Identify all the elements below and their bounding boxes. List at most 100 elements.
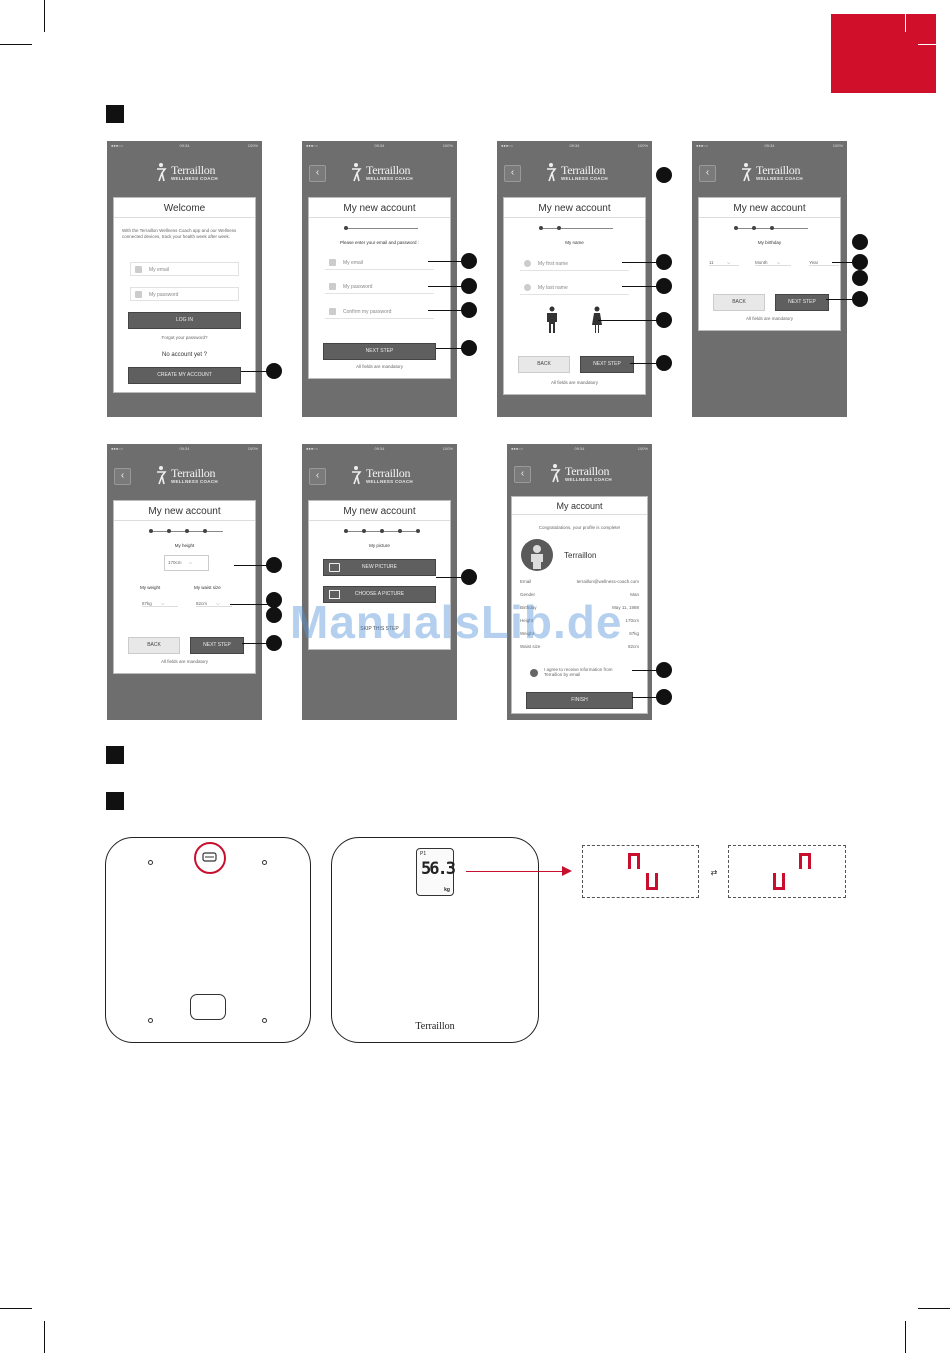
create-account-button[interactable]: CREATE MY ACCOUNT xyxy=(128,367,241,384)
person-icon xyxy=(524,260,531,267)
carrier: ●●●○○ xyxy=(696,143,709,148)
last-name-field[interactable]: My last name xyxy=(520,281,629,295)
month-select[interactable]: Month ⌵ xyxy=(755,260,791,266)
male-figure-icon[interactable] xyxy=(544,306,560,334)
brand-name: Terraillon xyxy=(561,163,606,177)
choose-picture-button[interactable]: CHOOSE A PICTURE xyxy=(323,586,436,603)
brand-name: Terraillon xyxy=(565,464,610,478)
carrier: ●●●○○ xyxy=(111,446,124,451)
callout-dot xyxy=(852,270,868,286)
back-arrow-icon[interactable]: ‹ xyxy=(114,468,131,485)
camera-icon xyxy=(329,563,340,572)
battery: 100% xyxy=(637,143,648,148)
callout-line xyxy=(622,286,660,287)
password-field[interactable]: My password xyxy=(130,287,239,301)
login-button[interactable]: LOG IN xyxy=(128,312,241,329)
agree-checkbox[interactable] xyxy=(530,669,538,677)
back-arrow-icon[interactable]: ‹ xyxy=(699,165,716,182)
weight-select[interactable]: 87kg ⌵ xyxy=(142,601,178,607)
card-title: My new account xyxy=(733,203,806,214)
brand-logo: Terraillon WELLNESS COACH xyxy=(497,161,652,185)
progress-steps xyxy=(344,226,418,230)
crop-mark xyxy=(44,0,45,32)
prompt-text: Please enter your email and password : xyxy=(339,240,420,245)
next-step-button[interactable]: NEXT STEP xyxy=(190,637,244,654)
next-step-button[interactable]: NEXT STEP xyxy=(775,294,829,311)
battery-compartment xyxy=(190,994,226,1020)
callout-line xyxy=(428,261,466,262)
detail-key: Weight xyxy=(520,631,534,636)
display-frame-2 xyxy=(728,845,846,898)
step-dot xyxy=(539,226,543,230)
callout-dot xyxy=(266,607,282,623)
name-card: My new account My name My first name My … xyxy=(503,197,646,395)
waist-select[interactable]: 82cm ⌵ xyxy=(196,601,232,607)
forgot-password-link[interactable]: Forgot your password? xyxy=(161,335,208,340)
height-value: 170cm xyxy=(168,560,182,565)
email-placeholder: My email xyxy=(343,260,364,266)
step-dot xyxy=(203,529,207,533)
unit-switch-highlight xyxy=(194,842,226,874)
first-name-field[interactable]: My first name xyxy=(520,257,629,271)
brand-logo: Terraillon WELLNESS COACH xyxy=(692,161,847,185)
confirm-password-field[interactable]: Confirm my password xyxy=(325,305,434,319)
clock: 09:34 xyxy=(764,143,775,148)
scale-underside xyxy=(105,837,311,1043)
callout-line xyxy=(241,371,269,372)
brand-logo: Terraillon WELLNESS COACH xyxy=(302,464,457,488)
step-dot xyxy=(380,529,384,533)
callout-line xyxy=(428,310,466,311)
finish-button[interactable]: FINISH xyxy=(526,692,633,709)
password-placeholder: My password xyxy=(149,292,179,298)
back-button[interactable]: BACK xyxy=(713,294,765,311)
waist-value: 82cm xyxy=(196,601,208,606)
battery: 100% xyxy=(442,143,453,148)
back-button[interactable]: BACK xyxy=(128,637,180,654)
back-button[interactable]: BACK xyxy=(518,356,570,373)
step-dot xyxy=(557,226,561,230)
brand-sub: WELLNESS COACH xyxy=(171,176,218,181)
email-field[interactable]: My email xyxy=(325,256,434,270)
measurements-card: My new account My height 170cm ⌵ My weig… xyxy=(113,500,256,674)
foot-dot xyxy=(148,1018,153,1023)
day-select[interactable]: 11 ⌵ xyxy=(709,260,739,266)
back-arrow-icon[interactable]: ‹ xyxy=(504,165,521,182)
callout-dot xyxy=(266,635,282,651)
segment xyxy=(628,853,640,856)
battery: 100% xyxy=(247,446,258,451)
scale-brand: Terraillon xyxy=(415,1021,455,1032)
watermark: ManualsLib.de xyxy=(290,596,623,648)
mandatory-note: All fields are mandatory xyxy=(745,316,794,321)
segment xyxy=(655,873,658,889)
brand-logo: Terraillon WELLNESS COACH xyxy=(107,464,262,488)
back-arrow-icon[interactable]: ‹ xyxy=(309,165,326,182)
user-indicator: P1 xyxy=(420,851,427,857)
brand-sub: WELLNESS COACH xyxy=(366,176,413,181)
next-step-button[interactable]: NEXT STEP xyxy=(580,356,634,373)
email-field[interactable]: My email xyxy=(130,262,239,276)
crop-mark xyxy=(905,1321,906,1353)
scale-display: P1 56.3 kg xyxy=(416,848,456,896)
next-step-button[interactable]: NEXT STEP xyxy=(323,343,436,360)
back-arrow-icon[interactable]: ‹ xyxy=(309,468,326,485)
brand-sub: WELLNESS COACH xyxy=(366,479,413,484)
callout-dot xyxy=(461,340,477,356)
callout-dot xyxy=(266,592,282,608)
new-picture-button[interactable]: NEW PICTURE xyxy=(323,559,436,576)
progress-steps xyxy=(149,529,223,533)
chevron-down-icon: ⌵ xyxy=(188,560,193,565)
skip-link[interactable]: SKIP THIS STEP xyxy=(360,626,399,632)
mandatory-note: All fields are mandatory xyxy=(550,380,599,385)
female-figure-icon[interactable] xyxy=(590,306,604,334)
progress-steps xyxy=(344,529,420,533)
display-frame-1 xyxy=(582,845,699,898)
year-select[interactable]: Year xyxy=(809,260,839,266)
height-select[interactable]: 170cm ⌵ xyxy=(164,555,209,571)
step-dot xyxy=(752,226,756,230)
brand-name: Terraillon xyxy=(756,163,801,177)
picture-card: My new account My picture NEW PICTURE CH… xyxy=(308,500,451,650)
back-arrow-icon[interactable]: ‹ xyxy=(514,466,531,483)
password-field[interactable]: My password xyxy=(325,280,434,294)
